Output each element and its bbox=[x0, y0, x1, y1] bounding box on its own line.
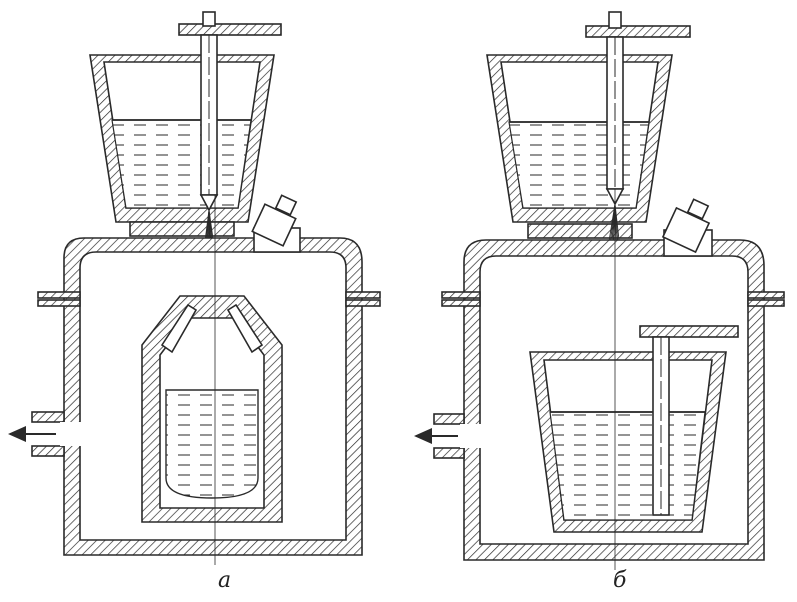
gauge-a bbox=[251, 194, 298, 247]
flanges-a bbox=[37, 291, 381, 307]
stopper-rod-b bbox=[585, 11, 691, 206]
diagram-a bbox=[8, 11, 381, 565]
arrow-left-icon bbox=[414, 428, 432, 444]
upper-ladle-a bbox=[89, 54, 275, 237]
gauge-b bbox=[661, 198, 711, 254]
mould-a bbox=[141, 295, 283, 523]
diagram-b bbox=[414, 11, 785, 570]
flanges-b bbox=[441, 291, 785, 307]
figure-label-b: б bbox=[613, 568, 627, 593]
exhaust-port-a bbox=[10, 411, 82, 457]
ladle-stopper-b bbox=[639, 325, 739, 516]
receiving-ladle-b bbox=[529, 351, 727, 533]
upper-ladle-b bbox=[486, 54, 673, 239]
exhaust-port-b bbox=[416, 413, 484, 459]
stopper-rod-a bbox=[178, 11, 282, 212]
arrow-left-icon bbox=[8, 426, 26, 442]
figure-label-a: а bbox=[218, 568, 232, 593]
